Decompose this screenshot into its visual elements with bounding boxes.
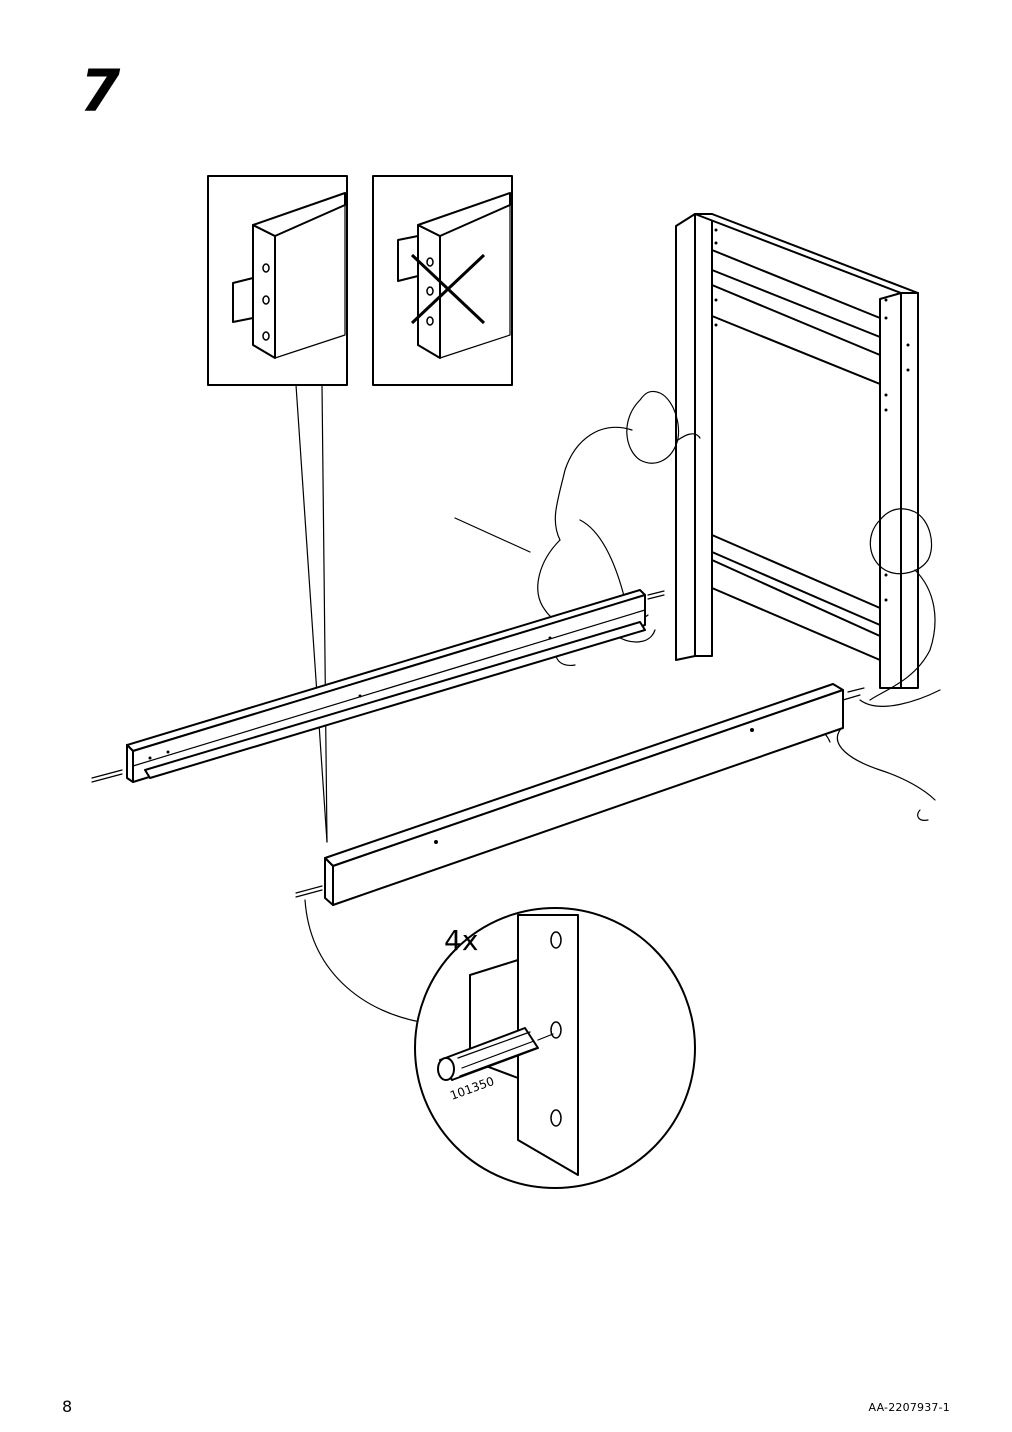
front-side-rail (295, 683, 865, 906)
incorrect-orientation-icon (372, 175, 513, 386)
wooden-dowel-icon (437, 1027, 554, 1081)
back-side-rail (91, 589, 665, 783)
document-code: AA-2207937-1 (868, 1401, 950, 1414)
headboard-frame (675, 213, 919, 689)
quantity-label: 4x (444, 924, 478, 957)
page-number: 8 (62, 1397, 73, 1416)
step-number: 7 (80, 57, 121, 125)
correct-orientation-icon (207, 175, 348, 386)
dowel-detail: 4x 101350 (414, 907, 696, 1189)
